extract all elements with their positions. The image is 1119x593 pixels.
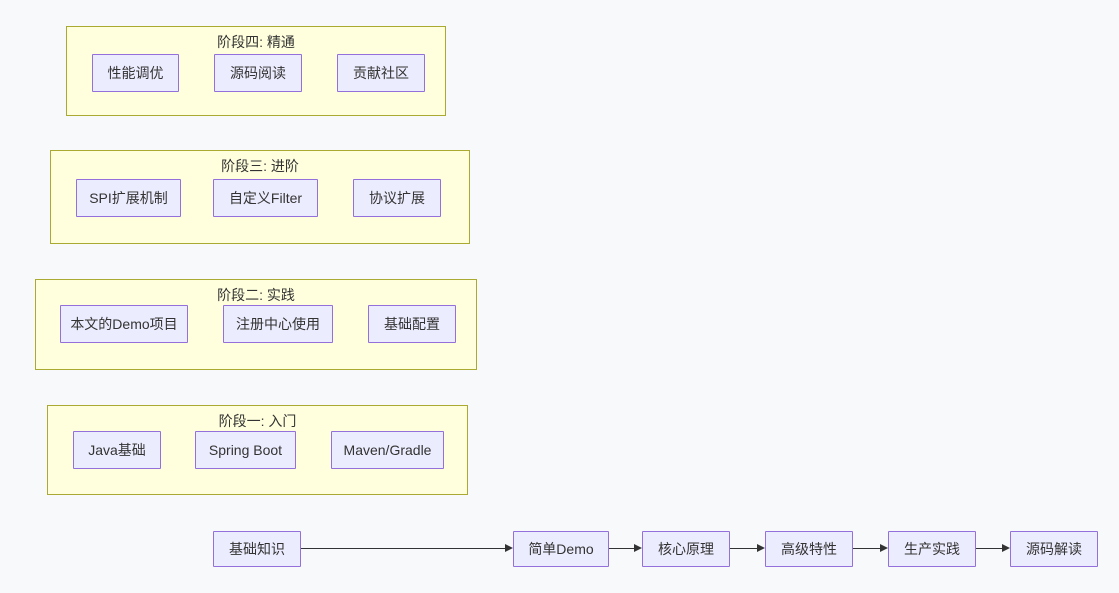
node-advanced-features: 高级特性 <box>765 531 853 567</box>
node-custom-filter: 自定义Filter <box>213 179 318 217</box>
cluster-stage-1: 阶段一: 入门 Java基础 Spring Boot Maven/Gradle <box>47 405 468 495</box>
node-spring-boot: Spring Boot <box>195 431 296 469</box>
node-core-principles: 核心原理 <box>642 531 730 567</box>
cluster-stage-3: 阶段三: 进阶 SPI扩展机制 自定义Filter 协议扩展 <box>50 150 470 244</box>
node-source-interpretation: 源码解读 <box>1010 531 1098 567</box>
arrowhead-icon <box>1002 544 1010 552</box>
cluster-stage-1-label: 阶段一: 入门 <box>218 413 297 429</box>
node-spi-extension: SPI扩展机制 <box>76 179 181 217</box>
arrow-line <box>853 548 880 549</box>
arrowhead-icon <box>505 544 513 552</box>
node-basic-knowledge: 基础知识 <box>213 531 301 567</box>
node-maven-gradle: Maven/Gradle <box>331 431 444 469</box>
cluster-stage-4: 阶段四: 精通 性能调优 源码阅读 贡献社区 <box>66 26 446 116</box>
node-basic-config: 基础配置 <box>368 305 456 343</box>
cluster-stage-2: 阶段二: 实践 本文的Demo项目 注册中心使用 基础配置 <box>35 279 477 370</box>
node-simple-demo: 简单Demo <box>513 531 609 567</box>
arrowhead-icon <box>757 544 765 552</box>
arrowhead-icon <box>634 544 642 552</box>
node-protocol-extension: 协议扩展 <box>353 179 441 217</box>
arrow-line <box>301 548 505 549</box>
node-production-practice: 生产实践 <box>888 531 976 567</box>
node-source-reading: 源码阅读 <box>214 54 302 92</box>
arrow-line <box>609 548 634 549</box>
node-java-basics: Java基础 <box>73 431 161 469</box>
cluster-stage-3-label: 阶段三: 进阶 <box>221 158 299 174</box>
node-registry-usage: 注册中心使用 <box>223 305 333 343</box>
node-performance-tuning: 性能调优 <box>92 54 179 92</box>
arrow-line <box>730 548 757 549</box>
node-community-contribution: 贡献社区 <box>337 54 425 92</box>
arrow-line <box>976 548 1002 549</box>
cluster-stage-4-label: 阶段四: 精通 <box>217 34 295 50</box>
arrowhead-icon <box>880 544 888 552</box>
node-demo-project: 本文的Demo项目 <box>60 305 188 343</box>
cluster-stage-2-label: 阶段二: 实践 <box>217 287 295 303</box>
